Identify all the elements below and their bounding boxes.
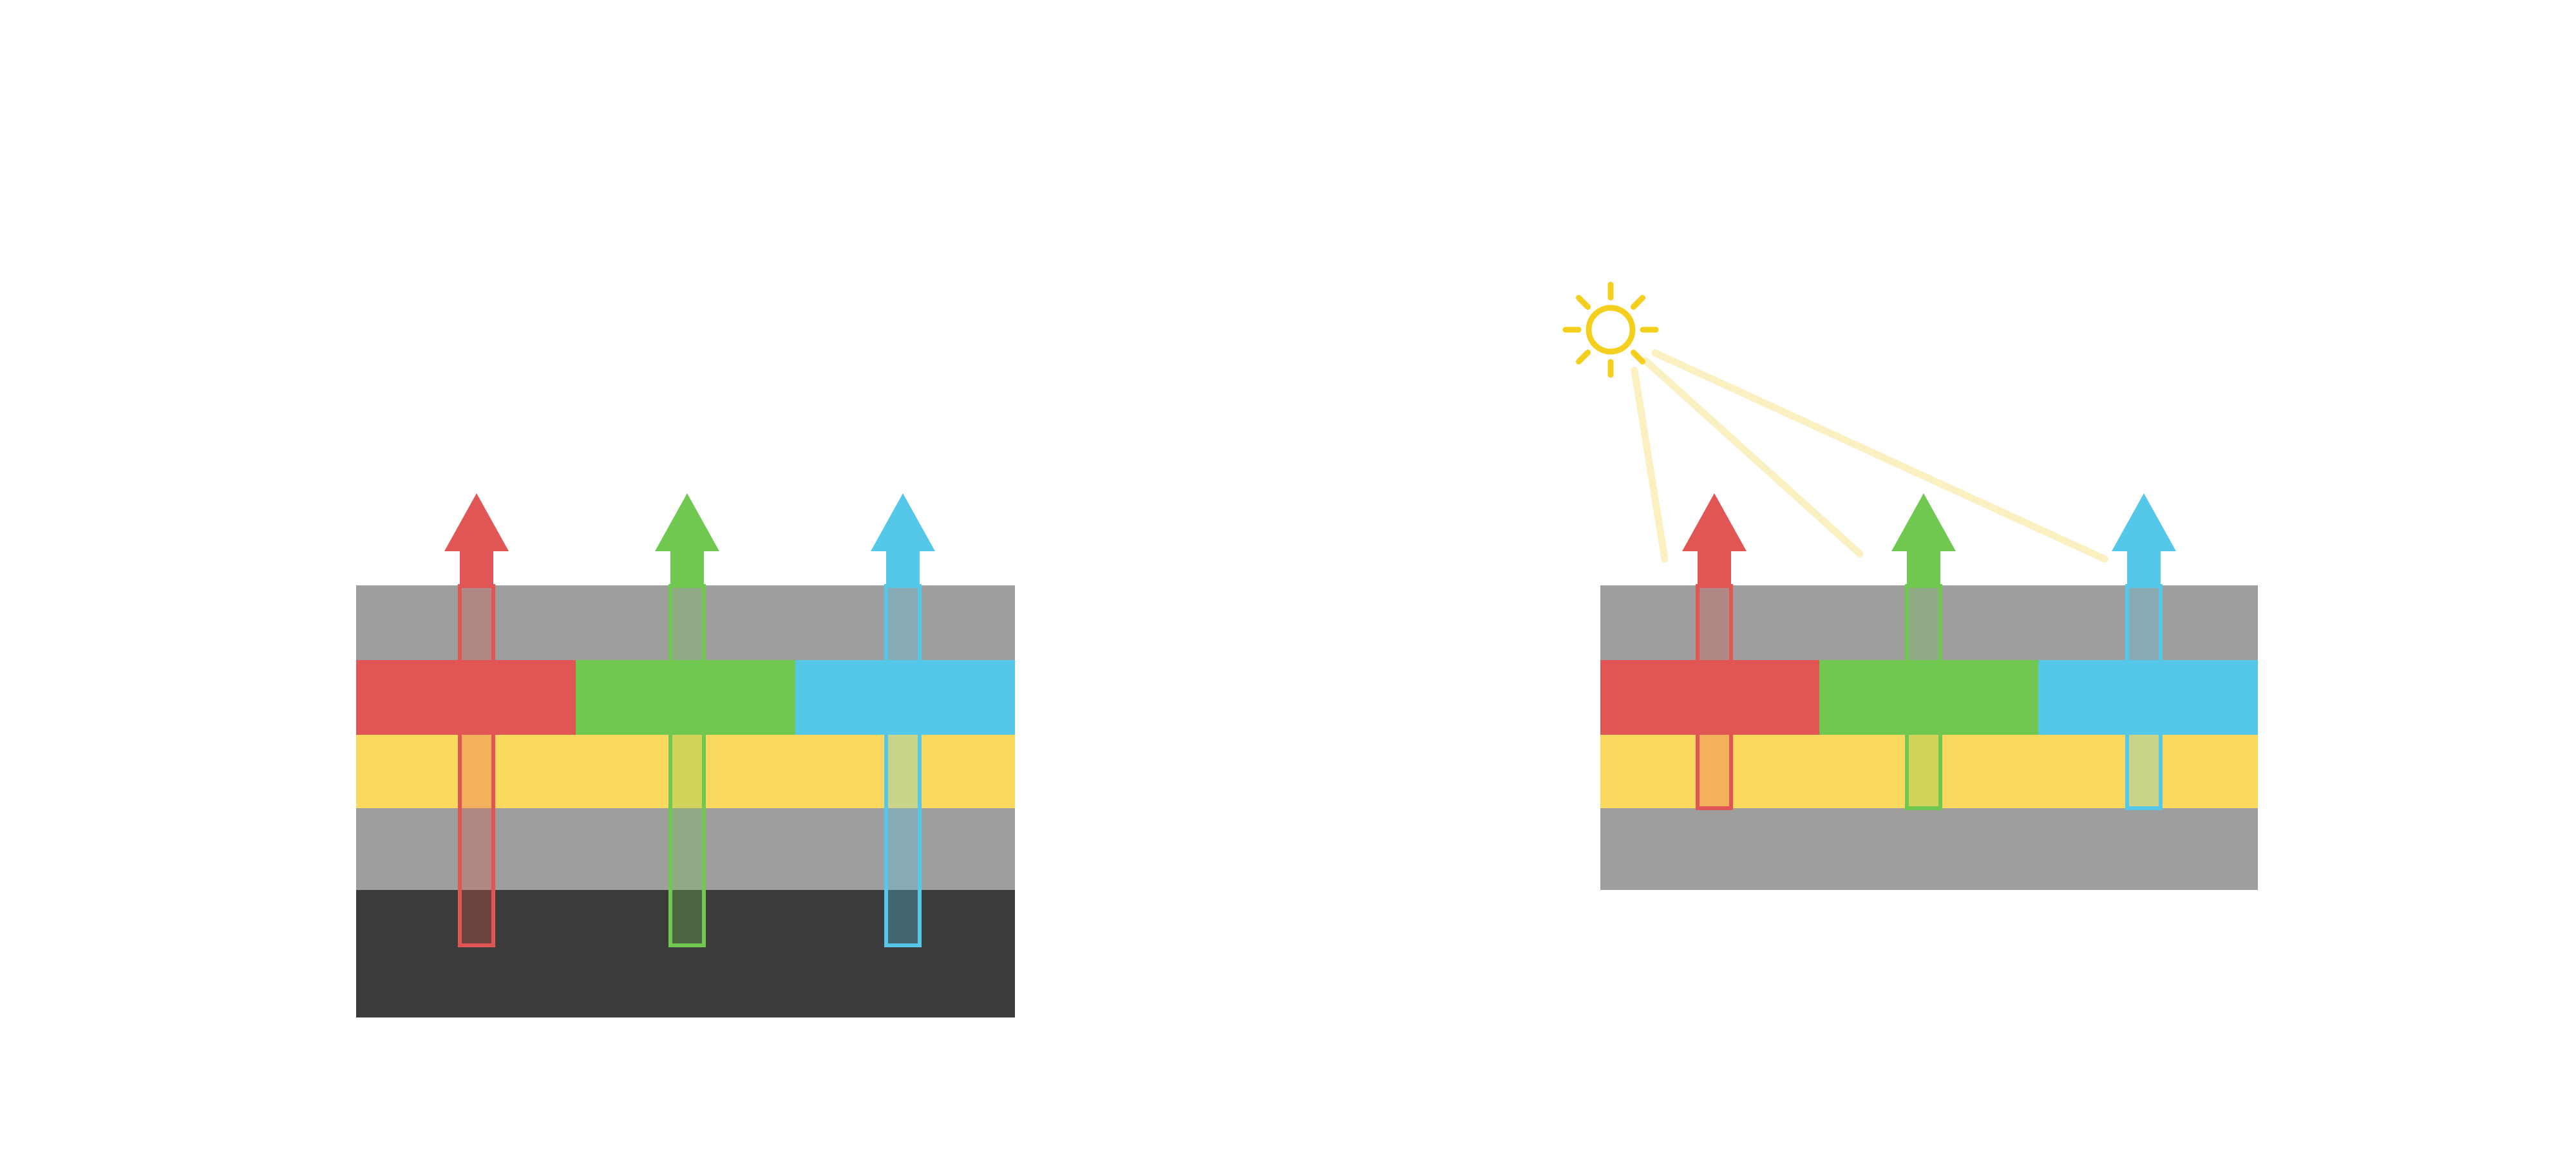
light-beam-2 [1642, 357, 1864, 558]
red-arrow-shaft-left [458, 584, 495, 947]
green-arrow-shaft-left [668, 584, 706, 947]
red-up-arrow-icon-right [1682, 493, 1747, 586]
sun-disc [1586, 305, 1636, 355]
left-cyan-segment [795, 660, 1015, 735]
right-reflection-arrows [1682, 493, 2176, 810]
cyan-arrow-shaft-right [2125, 584, 2163, 810]
right-display-stack [1600, 585, 2258, 890]
left-green-segment [576, 660, 795, 735]
left-lower-gray-layer [356, 808, 1015, 890]
sun-icon [1562, 281, 1659, 378]
right-green-segment [1819, 660, 2038, 735]
light-beam-3 [1651, 349, 2108, 563]
red-arrow-shaft-right [1696, 584, 1733, 810]
left-yellow-layer [356, 735, 1015, 808]
light-beam-1 [1631, 366, 1669, 563]
cyan-up-arrow-icon [871, 493, 935, 586]
green-up-arrow-icon [655, 493, 719, 586]
right-red-segment [1600, 660, 1819, 735]
sun-rays [1562, 281, 1659, 378]
red-up-arrow-icon [444, 493, 509, 586]
cyan-arrow-shaft-left [884, 584, 922, 947]
right-lower-gray-layer [1600, 808, 2258, 890]
left-display-stack [356, 585, 1015, 1017]
right-cyan-segment [2038, 660, 2258, 735]
sunlight-beams [1631, 349, 2108, 563]
cyan-up-arrow-icon-right [2112, 493, 2176, 586]
green-up-arrow-icon-right [1891, 493, 1956, 586]
left-dark-backlight-layer [356, 890, 1015, 1017]
right-yellow-layer [1600, 735, 2258, 808]
right-top-gray-layer [1600, 585, 2258, 660]
left-emission-arrows [444, 493, 935, 947]
green-arrow-shaft-right [1905, 584, 1942, 810]
left-top-gray-layer [356, 585, 1015, 660]
left-red-segment [356, 660, 576, 735]
